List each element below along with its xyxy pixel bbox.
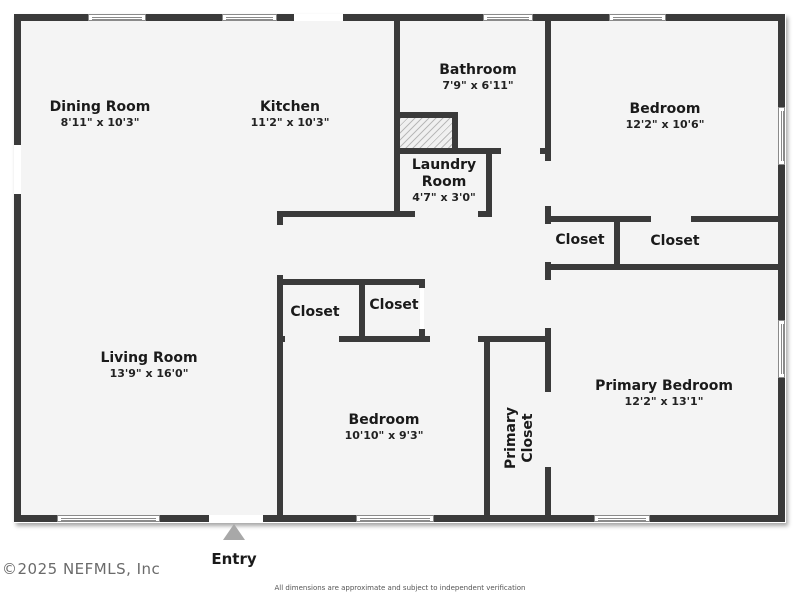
room-dimensions: 13'9" x 16'0" (109, 367, 189, 380)
room-dimensions: 12'2" x 10'6" (625, 118, 705, 131)
wall-hall-east-4 (545, 467, 551, 522)
entry-arrow-icon (223, 524, 245, 540)
room-name: Living Room (100, 350, 198, 366)
room-name: Bathroom (439, 62, 517, 78)
wall-bedroom-s-top-2 (339, 336, 430, 342)
room-name-line2: Room (421, 174, 467, 190)
room-name: Kitchen (259, 99, 321, 115)
wall-hall-east-1 (545, 206, 551, 224)
entry-label: Entry (211, 550, 257, 568)
room-dimensions: 7'9" x 6'11" (442, 79, 514, 92)
room-name: Bedroom (348, 412, 420, 428)
opening-kitchen-top (294, 14, 343, 21)
room-name: Closet (650, 233, 700, 249)
room-closet-center-right: Closet (369, 297, 418, 314)
wall-bath-bedroom (545, 14, 551, 161)
door-center-closet-right (420, 288, 424, 329)
room-name: Closet (555, 232, 605, 248)
room-laundry-room: Laundry Room 4'7" x 3'0" (412, 157, 476, 205)
room-closet-ne-small: Closet (555, 232, 604, 249)
wall-laundry-bottom-left (277, 211, 415, 217)
window-bedroom-s-bottom (356, 515, 434, 522)
wall-center-closets-divider (359, 279, 365, 341)
window-kitchen-top (222, 14, 277, 21)
wall-hatch-top (394, 112, 458, 118)
room-name: Dining Room (49, 99, 151, 115)
room-bedroom-ne: Bedroom 12'2" x 10'6" (626, 101, 705, 132)
window-dining-top (88, 14, 146, 21)
wall-hall-east-3 (545, 328, 551, 392)
room-dimensions: 12'2" x 13'1" (624, 395, 704, 408)
wall-laundry-right (486, 148, 492, 217)
room-name-line2: Closet (520, 413, 536, 463)
room-name-line1: Laundry (411, 157, 477, 173)
wall-closets-ne-top-1 (545, 216, 651, 222)
window-bedroom-ne-top (609, 14, 666, 21)
wall-center-closet-right-bottom (419, 329, 425, 341)
room-name: Bedroom (629, 101, 701, 117)
room-primary-bedroom: Primary Bedroom 12'2" x 13'1" (595, 378, 733, 409)
window-primary-right (778, 320, 785, 378)
room-dimensions: 8'11" x 10'3" (60, 116, 140, 129)
hatched-utility-area (400, 118, 452, 148)
wall-bath-bottom (394, 148, 501, 154)
wall-closets-ne-divider (614, 216, 620, 269)
room-dining-room: Dining Room 8'11" x 10'3" (50, 99, 151, 130)
wall-bedroom-primary-closet (484, 336, 490, 522)
room-bathroom: Bathroom 7'9" x 6'11" (439, 62, 517, 93)
room-name: Primary Bedroom (595, 378, 733, 394)
disclaimer-text: All dimensions are approximate and subje… (274, 584, 526, 592)
wall-hatch-right (452, 112, 458, 152)
wall-center-closets-left (277, 275, 283, 522)
wall-hall-east-2 (545, 262, 551, 280)
wall-center-closets-top (277, 279, 425, 285)
opening-dining-left (14, 145, 21, 194)
wall-left (14, 14, 21, 522)
room-dimensions: 11'2" x 10'3" (250, 116, 330, 129)
window-bathroom-top (483, 14, 533, 21)
window-bedroom-ne-right (778, 107, 785, 165)
room-bedroom-s: Bedroom 10'10" x 9'3" (345, 412, 424, 443)
wall-bath-bottom-right (540, 148, 551, 154)
window-primary-bottom (594, 515, 650, 522)
wall-laundry-bottom-right (478, 211, 492, 217)
wall-bedroom-s-top-1 (277, 336, 285, 342)
entry-door-opening (209, 515, 263, 522)
wall-bedroom-s-top-3 (478, 336, 551, 342)
wall-kitchen-stub (277, 211, 283, 225)
wall-closets-ne-bottom (545, 264, 785, 270)
room-name: Closet (369, 297, 419, 313)
window-living-bottom (57, 515, 160, 522)
room-name-line1: Primary (503, 406, 519, 470)
room-dimensions: 10'10" x 9'3" (344, 429, 424, 442)
room-primary-closet: Primary Closet (503, 407, 537, 469)
copyright-watermark: ©2025 NEFMLS, Inc (2, 560, 161, 578)
room-kitchen: Kitchen 11'2" x 10'3" (251, 99, 330, 130)
room-living-room: Living Room 13'9" x 16'0" (100, 350, 197, 381)
room-name: Closet (290, 304, 340, 320)
room-dimensions: 4'7" x 3'0" (412, 191, 476, 204)
room-closet-ne-large: Closet (650, 233, 699, 250)
wall-closets-ne-top-2 (691, 216, 785, 222)
wall-center-closet-right-top (419, 279, 425, 288)
room-closet-center-left: Closet (290, 304, 339, 321)
